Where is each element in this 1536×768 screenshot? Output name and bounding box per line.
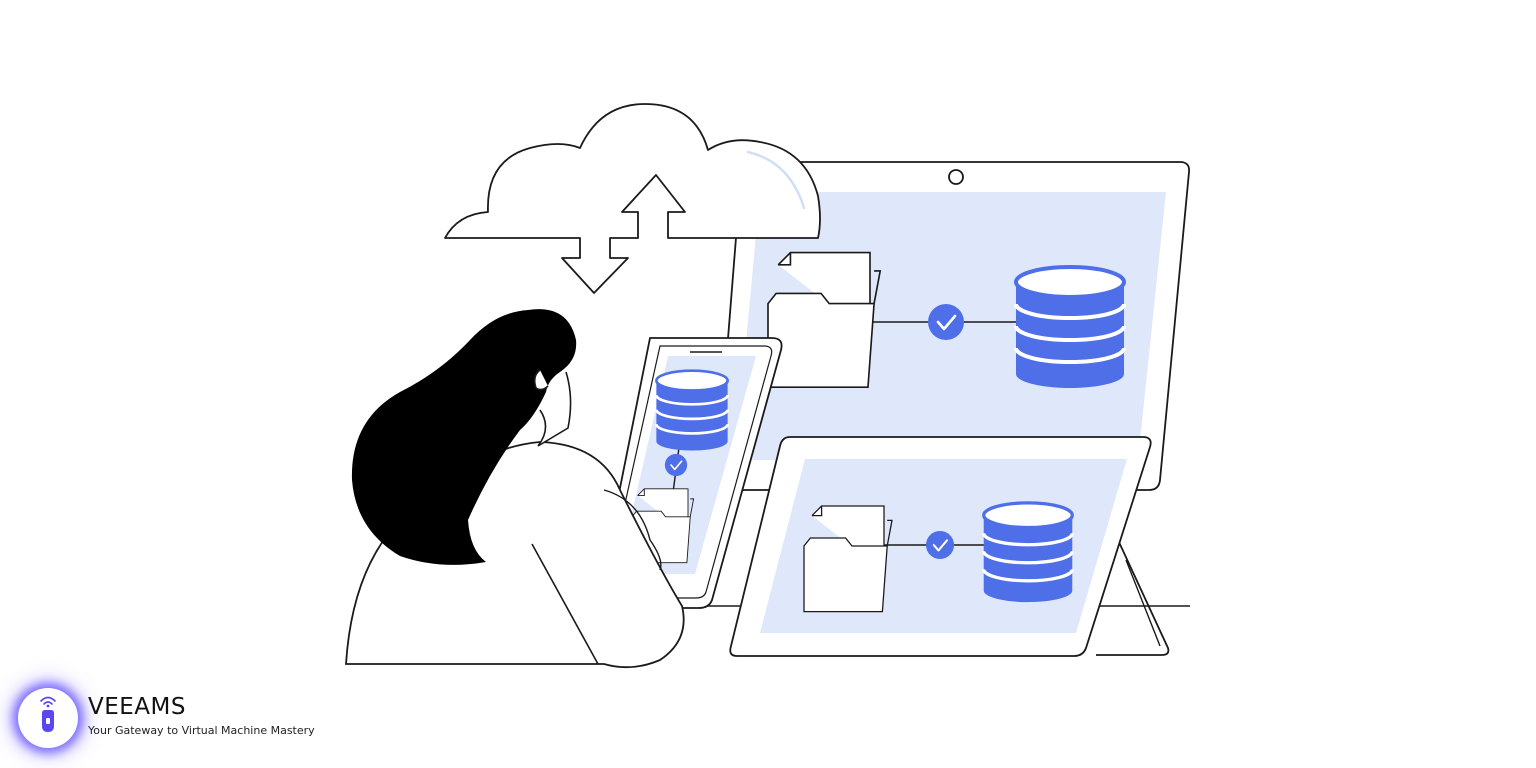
database-icon: [655, 369, 729, 452]
check-icon: [924, 529, 956, 561]
brand-name: VEEAMS: [88, 694, 186, 720]
webcam-icon: [948, 169, 964, 185]
person-figure: [345, 309, 685, 669]
check-icon: [664, 453, 688, 477]
monitor: [715, 161, 1190, 491]
logo[interactable]: [18, 688, 78, 748]
tablet-laptop: [729, 436, 1170, 657]
usb-key-wifi-icon: [40, 696, 56, 732]
cloud-icon: [444, 103, 821, 294]
database-icon: [1014, 265, 1126, 390]
database-icon: [982, 501, 1074, 604]
brand-block: VEEAMS Your Gateway to Virtual Machine M…: [18, 684, 438, 754]
check-icon: [926, 302, 966, 342]
brand-tagline: Your Gateway to Virtual Machine Mastery: [88, 724, 315, 737]
